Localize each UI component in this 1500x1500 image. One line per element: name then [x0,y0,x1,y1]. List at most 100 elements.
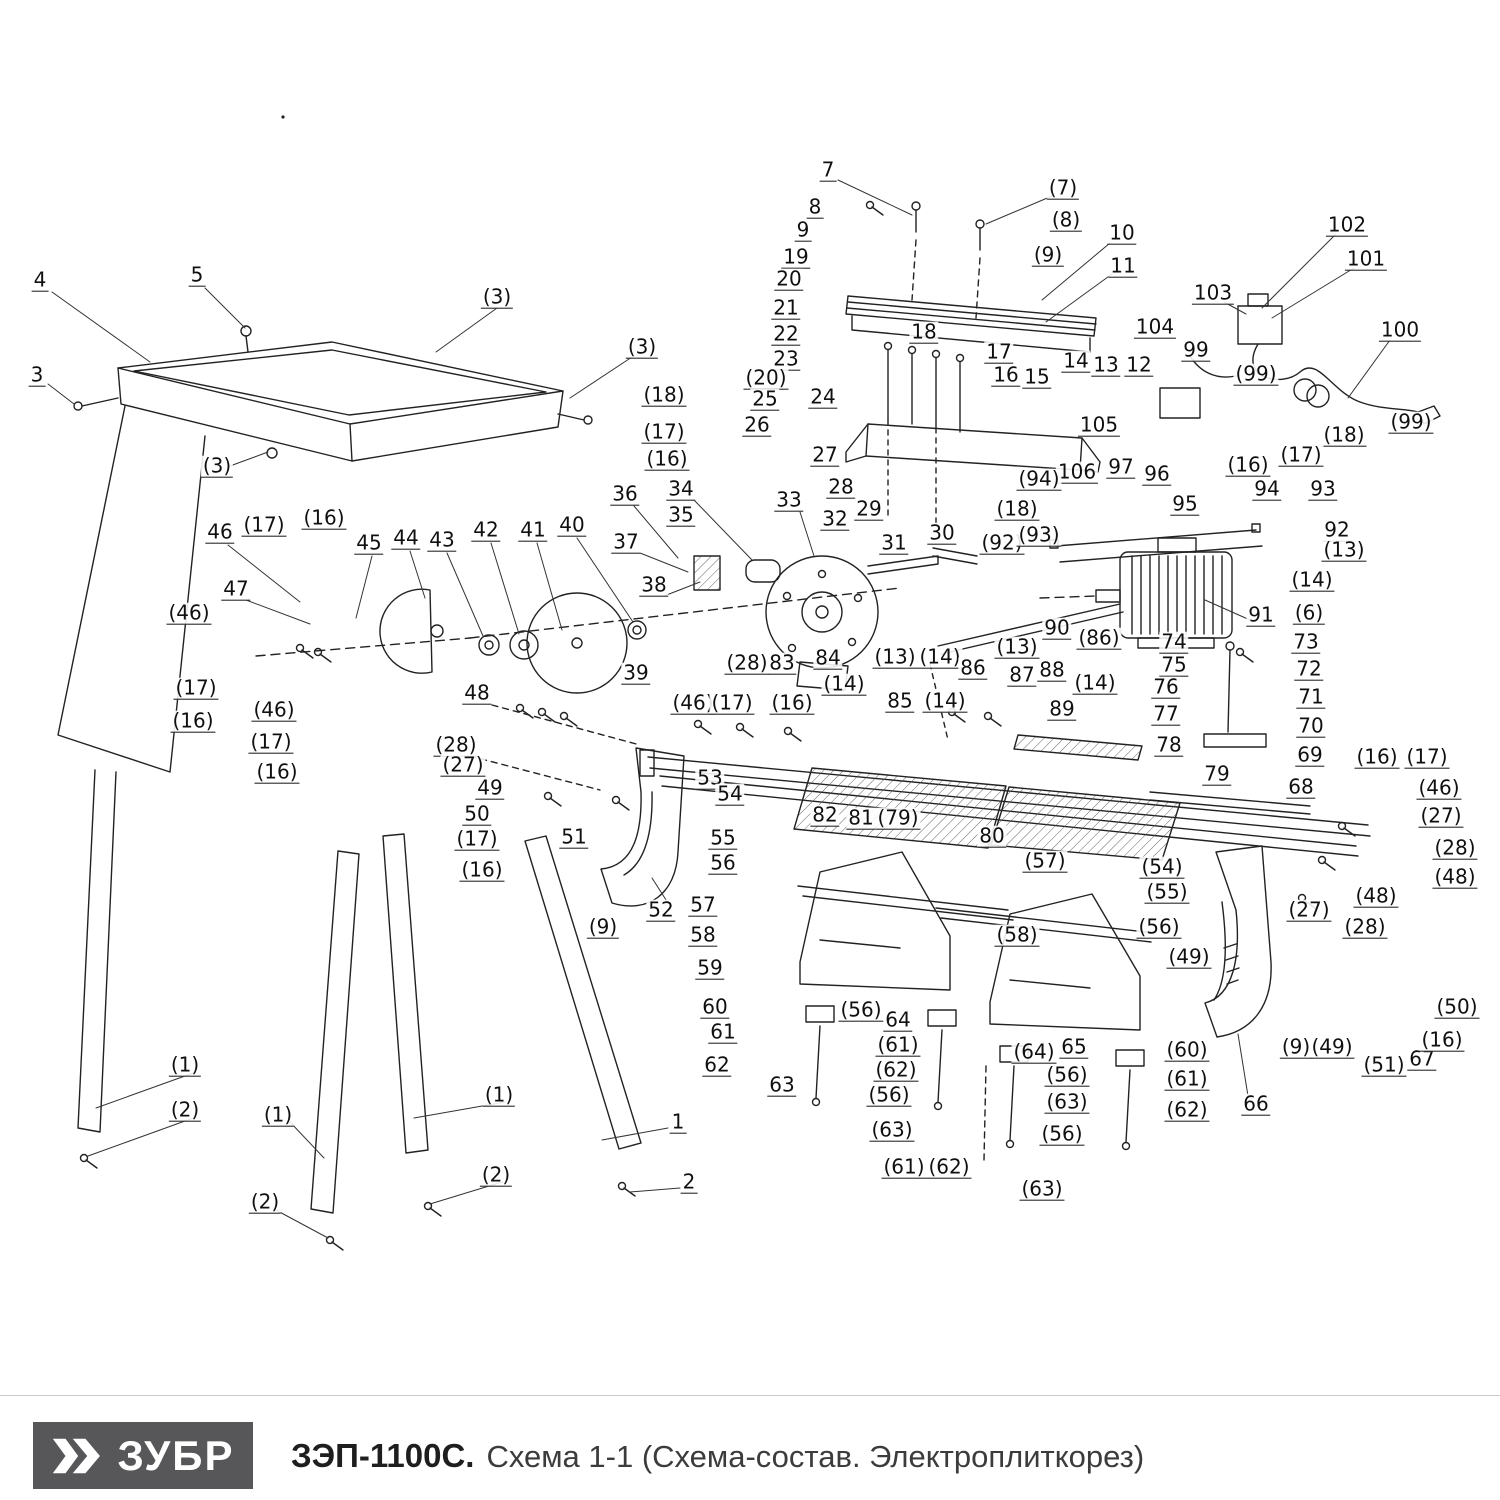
part-label: 60 [700,994,730,1020]
part-label: (14) [1289,567,1335,593]
part-label: (1) [168,1052,202,1078]
part-label: (94) [1016,466,1062,492]
part-label: 33 [774,487,804,513]
part-label: (62) [1164,1097,1210,1123]
part-label: (93) [1016,522,1062,548]
part-label: (16) [301,505,347,531]
part-label: 59 [695,955,725,981]
part-label: 14 [1061,348,1091,374]
part-label: (28) [433,732,479,758]
part-label: 13 [1091,352,1121,378]
part-label: (56) [1044,1062,1090,1088]
part-label: (16) [769,690,815,716]
part-label: 79 [1202,761,1232,787]
part-label: 40 [557,512,587,538]
part-label: 47 [221,576,251,602]
part-label: (13) [994,634,1040,660]
part-label: 103 [1191,280,1235,306]
part-label: (99) [1388,409,1434,435]
part-label: (7) [1046,175,1080,201]
part-label: 27 [810,442,840,468]
part-label: 96 [1142,461,1172,487]
part-label: (56) [838,997,884,1023]
part-label: 66 [1241,1091,1271,1117]
part-label: 48 [462,680,492,706]
part-label: 44 [391,525,421,551]
part-label: (61) [881,1154,927,1180]
part-label: (16) [170,708,216,734]
part-label: (17) [173,675,219,701]
part-label: 38 [639,572,669,598]
part-label: (61) [875,1032,921,1058]
part-label: (18) [994,496,1040,522]
part-label: 62 [702,1052,732,1078]
part-label: (16) [459,857,505,883]
part-label: (56) [1039,1121,1085,1147]
part-label: (3) [625,334,659,360]
part-label: 70 [1296,713,1326,739]
water-tray-art [73,115,593,462]
part-label: (17) [641,419,687,445]
part-label: 67 [1407,1046,1437,1072]
footer: ЗУБР ЗЭП-1100С. Схема 1-1 (Схема-состав.… [0,1395,1500,1500]
part-label: (63) [869,1117,915,1143]
part-label: 101 [1344,246,1388,272]
part-label: 74 [1159,629,1189,655]
part-label: (50) [1434,994,1480,1020]
part-label: (17) [241,512,287,538]
part-label: 46 [205,519,235,545]
part-label: 11 [1108,253,1138,279]
part-label: (79) [875,805,921,831]
part-label: (27) [440,752,486,778]
part-label: 57 [688,892,718,918]
part-label: 8 [806,194,824,220]
part-label: 36 [610,481,640,507]
part-label: (51) [1361,1052,1407,1078]
part-label: 21 [771,295,801,321]
part-label: (17) [1278,442,1324,468]
part-label: (14) [917,644,963,670]
part-label: 90 [1042,615,1072,641]
part-label: (1) [482,1082,516,1108]
part-label: 29 [854,496,884,522]
part-label: 52 [646,897,676,923]
part-label: 50 [462,801,492,827]
part-label: 78 [1154,732,1184,758]
part-label: 99 [1181,337,1211,363]
part-label: 9 [794,217,812,243]
part-label: 61 [708,1019,738,1045]
part-label: (27) [1418,803,1464,829]
part-label: (28) [724,650,770,676]
part-label: 31 [879,530,909,556]
part-label: (63) [1019,1176,1065,1202]
part-label: (16) [1354,744,1400,770]
part-label: 26 [742,412,772,438]
part-label: (27) [1286,897,1332,923]
part-label: 87 [1007,662,1037,688]
part-label: 30 [927,520,957,546]
part-label: (48) [1432,864,1478,890]
part-label: 20 [774,266,804,292]
part-label: 72 [1294,656,1324,682]
part-label: 56 [708,850,738,876]
part-label: 55 [708,825,738,851]
part-label: (17) [1404,744,1450,770]
part-label: (13) [872,644,918,670]
part-label: (2) [248,1189,282,1215]
part-label: 82 [810,802,840,828]
part-label: 28 [826,474,856,500]
part-label: 7 [819,157,837,183]
part-label: (6) [1292,600,1326,626]
part-label: 35 [666,502,696,528]
part-label: 1 [669,1109,687,1135]
part-label: (18) [1321,422,1367,448]
part-label: 41 [518,517,548,543]
part-label: 12 [1124,352,1154,378]
part-label: 5 [188,262,206,288]
part-label: 49 [475,775,505,801]
part-label: (14) [922,688,968,714]
part-label: 76 [1151,674,1181,700]
